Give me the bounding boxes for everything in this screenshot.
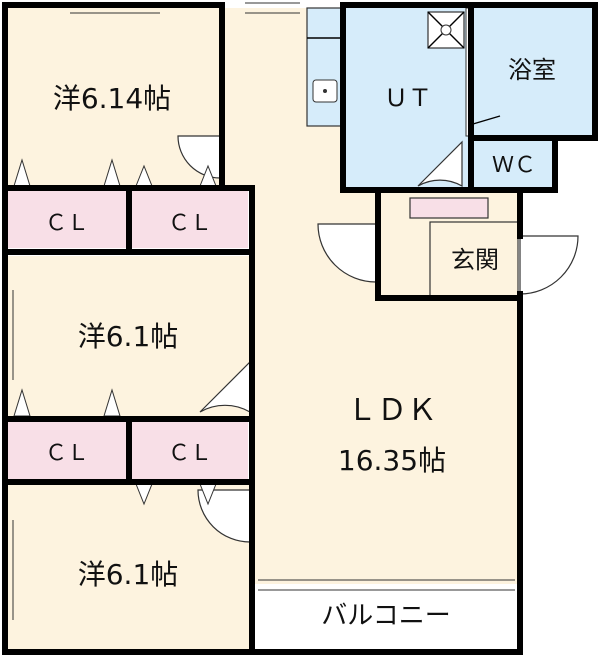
door-western-1	[177, 135, 221, 179]
label-western-1: 洋6.14帖	[53, 82, 171, 115]
closet-2	[132, 190, 248, 248]
room-wc	[471, 140, 552, 188]
label-utility: ＵＴ	[384, 84, 432, 112]
entrance-step	[429, 221, 519, 297]
closet-3	[8, 422, 126, 480]
room-ldk	[223, 8, 518, 584]
label-closet-4: ＣＬ	[168, 441, 212, 466]
shoe-cabinet	[409, 197, 489, 219]
label-wc: ＷＣ	[492, 153, 536, 178]
label-bath: 浴室	[508, 56, 556, 84]
balcony	[255, 586, 518, 650]
label-balcony: バルコニー	[321, 601, 450, 631]
room-western-2	[8, 256, 252, 416]
room-bath	[471, 8, 592, 136]
closet-4	[132, 422, 248, 480]
label-closet-2: ＣＬ	[168, 211, 212, 236]
label-western-2: 洋6.1帖	[78, 320, 179, 353]
door-entrance-hall	[317, 223, 377, 283]
label-ldk-name: ＬＤＫ	[347, 393, 437, 428]
label-ldk-size: 16.35帖	[338, 444, 446, 477]
closet-1	[8, 190, 126, 248]
door-utility	[417, 140, 463, 188]
door-front	[519, 235, 579, 295]
label-closet-3: ＣＬ	[45, 441, 89, 466]
kitchen-counter	[306, 7, 344, 127]
door-western-3	[197, 489, 251, 543]
label-western-3: 洋6.1帖	[78, 558, 179, 591]
label-entrance: 玄関	[451, 246, 499, 274]
label-closet-1: ＣＬ	[45, 211, 89, 236]
